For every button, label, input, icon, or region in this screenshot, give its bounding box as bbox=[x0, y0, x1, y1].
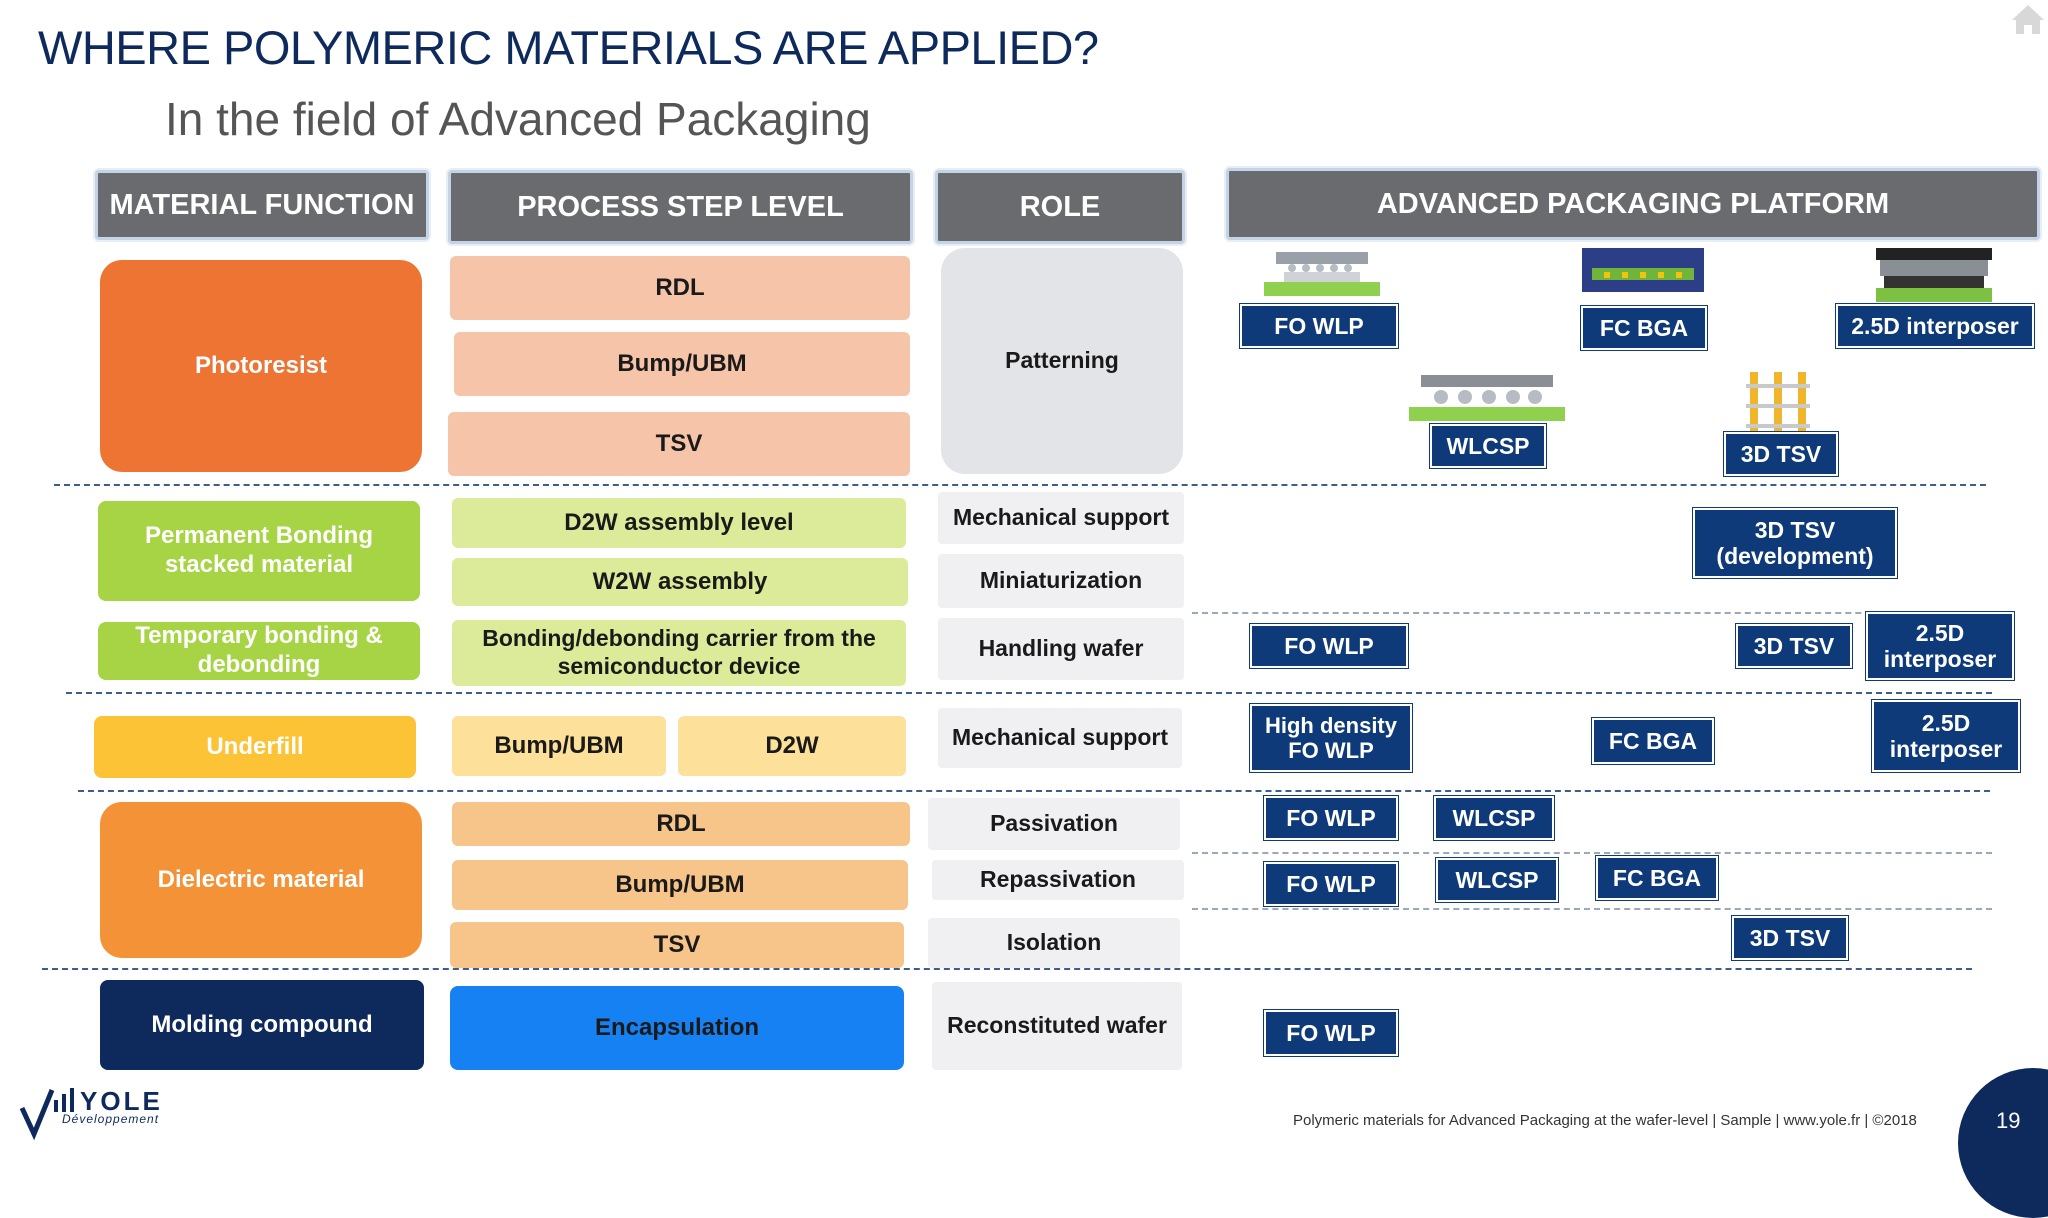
function-molding: Molding compound bbox=[100, 980, 424, 1070]
fowlp-package-icon bbox=[1264, 252, 1380, 296]
platform-fowlp-r3: FO WLP bbox=[1249, 623, 1409, 669]
role-reconstituted-wafer: Reconstituted wafer bbox=[932, 982, 1182, 1070]
platform-3dtsv-r3: 3D TSV bbox=[1735, 623, 1853, 669]
role-mechanical-support-1: Mechanical support bbox=[938, 492, 1184, 544]
page-subtitle: In the field of Advanced Packaging bbox=[165, 93, 871, 145]
header-material-function: MATERIAL FUNCTION bbox=[95, 170, 429, 240]
footer-text: Polymeric materials for Advanced Packagi… bbox=[1293, 1112, 1917, 1129]
step-d2w-assembly: D2W assembly level bbox=[452, 498, 906, 548]
step-photo-rdl: RDL bbox=[450, 256, 910, 320]
header-platform: ADVANCED PACKAGING PLATFORM bbox=[1226, 168, 2040, 240]
platform-interposer-r3: 2.5D interposer bbox=[1865, 611, 2015, 681]
role-mechanical-support-2: Mechanical support bbox=[938, 708, 1182, 768]
yole-logo-mark bbox=[19, 1088, 74, 1141]
function-photoresist: Photoresist bbox=[100, 260, 422, 472]
platform-3dtsv-dev: 3D TSV (development) bbox=[1692, 507, 1898, 579]
step-photo-tsv: TSV bbox=[448, 412, 910, 476]
divider-3c bbox=[1192, 908, 1992, 910]
platform-fcbga-r1: FC BGA bbox=[1580, 305, 1708, 351]
wlcsp-package-icon bbox=[1409, 375, 1565, 421]
home-icon[interactable] bbox=[2010, 2, 2046, 36]
step-underfill-d2w: D2W bbox=[678, 716, 906, 776]
platform-fowlp-r8: FO WLP bbox=[1263, 1009, 1399, 1057]
platform-wlcsp-r6: WLCSP bbox=[1435, 857, 1559, 903]
step-w2w-assembly: W2W assembly bbox=[452, 558, 908, 606]
step-diel-rdl: RDL bbox=[452, 802, 910, 846]
role-handling-wafer: Handling wafer bbox=[938, 618, 1184, 680]
function-permanent-bonding: Permanent Bonding stacked material bbox=[98, 501, 420, 601]
step-encapsulation: Encapsulation bbox=[450, 986, 904, 1070]
platform-3dtsv-r1: 3D TSV bbox=[1723, 431, 1839, 477]
role-passivation: Passivation bbox=[928, 798, 1180, 850]
step-photo-bump: Bump/UBM bbox=[454, 332, 910, 396]
platform-fowlp-r6: FO WLP bbox=[1263, 861, 1399, 907]
role-repassivation: Repassivation bbox=[932, 860, 1184, 900]
platform-3dtsv-r7: 3D TSV bbox=[1731, 915, 1849, 961]
function-underfill: Underfill bbox=[94, 716, 416, 778]
role-patterning: Patterning bbox=[941, 248, 1183, 474]
platform-fcbga-r4: FC BGA bbox=[1591, 717, 1715, 765]
step-diel-bump: Bump/UBM bbox=[452, 860, 908, 910]
platform-wlcsp-r1: WLCSP bbox=[1429, 423, 1547, 469]
platform-fowlp-r1: FO WLP bbox=[1239, 303, 1399, 349]
header-role: ROLE bbox=[935, 170, 1185, 244]
step-bonding-carrier: Bonding/debonding carrier from the semic… bbox=[452, 620, 906, 686]
page-title: WHERE POLYMERIC MATERIALS ARE APPLIED? bbox=[38, 21, 1099, 74]
page-number: 19 bbox=[1996, 1108, 2021, 1133]
role-miniaturization: Miniaturization bbox=[938, 554, 1184, 608]
page-number-badge bbox=[1958, 1068, 2048, 1218]
logo-tagline: Développement bbox=[62, 1112, 160, 1126]
tsv-stack-icon bbox=[1746, 372, 1810, 432]
step-diel-tsv: TSV bbox=[450, 922, 904, 968]
logo-name: YOLE bbox=[80, 1086, 163, 1116]
platform-fcbga-r6: FC BGA bbox=[1595, 855, 1719, 901]
platform-hd-fowlp: High density FO WLP bbox=[1249, 703, 1413, 773]
fcbga-package-icon bbox=[1582, 248, 1704, 292]
function-temporary-bonding: Temporary bonding & debonding bbox=[98, 622, 420, 680]
platform-interposer-r1: 2.5D interposer bbox=[1835, 303, 2035, 349]
divider-3b bbox=[1192, 852, 1992, 854]
divider-4 bbox=[42, 968, 1972, 970]
divider-2 bbox=[66, 692, 1992, 694]
platform-fowlp-r5: FO WLP bbox=[1263, 795, 1399, 841]
function-dielectric: Dielectric material bbox=[100, 802, 422, 958]
interposer-package-icon bbox=[1876, 248, 1992, 302]
step-underfill-bump: Bump/UBM bbox=[452, 716, 666, 776]
role-isolation: Isolation bbox=[928, 918, 1180, 968]
divider-1 bbox=[54, 484, 1986, 486]
header-process-step: PROCESS STEP LEVEL bbox=[448, 170, 913, 244]
divider-1b bbox=[1192, 612, 1992, 614]
platform-interposer-r4: 2.5D interposer bbox=[1871, 699, 2021, 773]
divider-3 bbox=[78, 790, 1990, 792]
platform-wlcsp-r5: WLCSP bbox=[1433, 795, 1555, 841]
